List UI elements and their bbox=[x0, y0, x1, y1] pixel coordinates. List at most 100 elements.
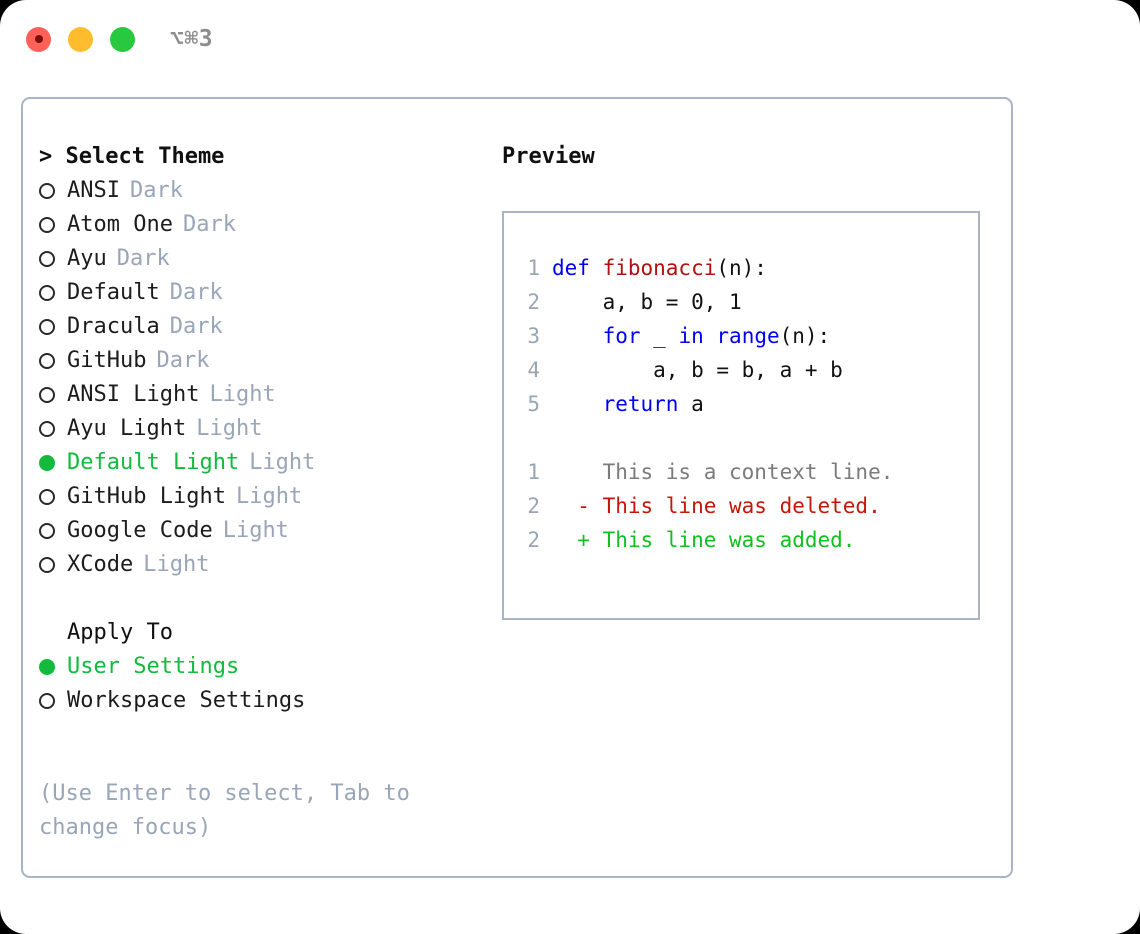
line-number: 3 bbox=[527, 324, 540, 348]
line-number: 2 bbox=[527, 528, 540, 552]
option-label: Ayu Light bbox=[67, 416, 187, 441]
theme-option-8[interactable]: Default Light Light bbox=[39, 446, 469, 480]
code-token bbox=[552, 387, 603, 421]
radio-unselected-icon bbox=[39, 285, 55, 301]
theme-option-1[interactable]: Atom One Dark bbox=[39, 208, 469, 242]
code-token: return bbox=[602, 392, 679, 416]
option-label: Workspace Settings bbox=[67, 688, 306, 713]
radio-unselected-icon bbox=[39, 319, 55, 335]
code-token: def bbox=[552, 256, 603, 280]
code-token bbox=[552, 319, 603, 353]
code-token: range bbox=[716, 324, 780, 348]
code-line-1: 2 a, b = 0, 1 bbox=[518, 285, 978, 319]
line-number: 5 bbox=[527, 392, 540, 416]
option-tag: Dark bbox=[182, 212, 236, 237]
theme-option-0[interactable]: ANSI Dark bbox=[39, 174, 469, 208]
maximize-window-icon[interactable] bbox=[110, 26, 135, 52]
code-token: for bbox=[602, 324, 641, 348]
code-token: _ bbox=[640, 324, 679, 348]
apply-option-0[interactable]: User Settings bbox=[39, 650, 469, 684]
section-spacer bbox=[39, 582, 469, 616]
select-theme-heading: > Select Theme bbox=[39, 144, 225, 169]
option-tag: Light bbox=[235, 484, 303, 509]
diff-text: + This line was added. bbox=[552, 528, 856, 552]
code-token: a, b = 0, 1 bbox=[552, 290, 742, 314]
line-number: 2 bbox=[527, 494, 540, 518]
radio-selected-icon bbox=[39, 455, 55, 471]
diff-sample: 1 This is a context line.2 - This line w… bbox=[518, 455, 978, 557]
diff-line-0: 1 This is a context line. bbox=[518, 455, 978, 489]
option-tag: Light bbox=[143, 552, 210, 577]
option-label: Dracula bbox=[67, 314, 160, 339]
code-token: a bbox=[678, 392, 704, 416]
option-tag: Dark bbox=[129, 178, 183, 203]
radio-unselected-icon bbox=[39, 387, 55, 403]
radio-unselected-icon bbox=[39, 693, 55, 709]
option-tag: Dark bbox=[116, 246, 170, 271]
window-titlebar: ⌥⌘3 bbox=[0, 0, 1140, 78]
close-dot-icon bbox=[34, 35, 43, 43]
apply-option-1[interactable]: Workspace Settings bbox=[39, 684, 469, 718]
diff-line-1: 2 - This line was deleted. bbox=[518, 489, 978, 523]
radio-unselected-icon bbox=[39, 523, 55, 539]
option-label: Ayu bbox=[67, 246, 107, 271]
radio-unselected-icon bbox=[39, 353, 55, 369]
theme-option-11[interactable]: XCode Light bbox=[39, 548, 469, 582]
code-line-4: 5 return a bbox=[518, 387, 978, 421]
keyboard-hint-text: (Use Enter to select, Tab to change focu… bbox=[39, 781, 410, 840]
code-diff-separator bbox=[518, 421, 978, 455]
code-token: fibonacci bbox=[602, 256, 717, 280]
line-number: 4 bbox=[527, 358, 540, 382]
theme-option-5[interactable]: GitHub Dark bbox=[39, 344, 469, 378]
option-tag: Dark bbox=[156, 348, 210, 373]
option-label: ANSI bbox=[67, 178, 120, 203]
theme-option-6[interactable]: ANSI Light Light bbox=[39, 378, 469, 412]
option-label: Default bbox=[67, 280, 160, 305]
line-number: 1 bbox=[527, 256, 540, 280]
close-window-icon[interactable] bbox=[26, 26, 51, 52]
theme-option-7[interactable]: Ayu Light Light bbox=[39, 412, 469, 446]
option-label: Default Light bbox=[67, 450, 240, 475]
theme-option-4[interactable]: Dracula Dark bbox=[39, 310, 469, 344]
option-label: XCode bbox=[67, 552, 134, 577]
option-tag: Light bbox=[209, 382, 276, 407]
option-tag: Light bbox=[249, 450, 316, 475]
apply-to-heading: Apply To bbox=[67, 620, 173, 645]
diff-text: This is a context line. bbox=[552, 460, 894, 484]
minimize-window-icon[interactable] bbox=[68, 26, 93, 52]
option-tag: Light bbox=[196, 416, 263, 441]
keyboard-shortcut-label: ⌥⌘3 bbox=[170, 26, 214, 52]
radio-unselected-icon bbox=[39, 251, 55, 267]
option-label: Atom One bbox=[67, 212, 173, 237]
option-label: GitHub Light bbox=[67, 484, 226, 509]
option-label: ANSI Light bbox=[67, 382, 200, 407]
option-tag: Dark bbox=[169, 314, 223, 339]
option-label: GitHub bbox=[67, 348, 147, 373]
code-token bbox=[704, 319, 717, 353]
code-line-0: 1 def fibonacci(n): bbox=[518, 251, 978, 285]
preview-heading: Preview bbox=[502, 144, 595, 169]
radio-unselected-icon bbox=[39, 217, 55, 233]
theme-option-2[interactable]: Ayu Dark bbox=[39, 242, 469, 276]
option-label: Google Code bbox=[67, 518, 213, 543]
code-token: (n): bbox=[779, 324, 831, 348]
diff-text: - This line was deleted. bbox=[552, 494, 881, 518]
radio-unselected-icon bbox=[39, 183, 55, 199]
theme-option-3[interactable]: Default Dark bbox=[39, 276, 469, 310]
code-token: a, b = b, a + b bbox=[552, 358, 843, 382]
traffic-lights bbox=[26, 26, 135, 52]
radio-unselected-icon bbox=[39, 489, 55, 505]
theme-option-9[interactable]: GitHub Light Light bbox=[39, 480, 469, 514]
line-number: 1 bbox=[527, 460, 540, 484]
option-tag: Dark bbox=[169, 280, 223, 305]
line-number: 2 bbox=[527, 290, 540, 314]
code-token: (n): bbox=[716, 256, 767, 280]
radio-unselected-icon bbox=[39, 421, 55, 437]
